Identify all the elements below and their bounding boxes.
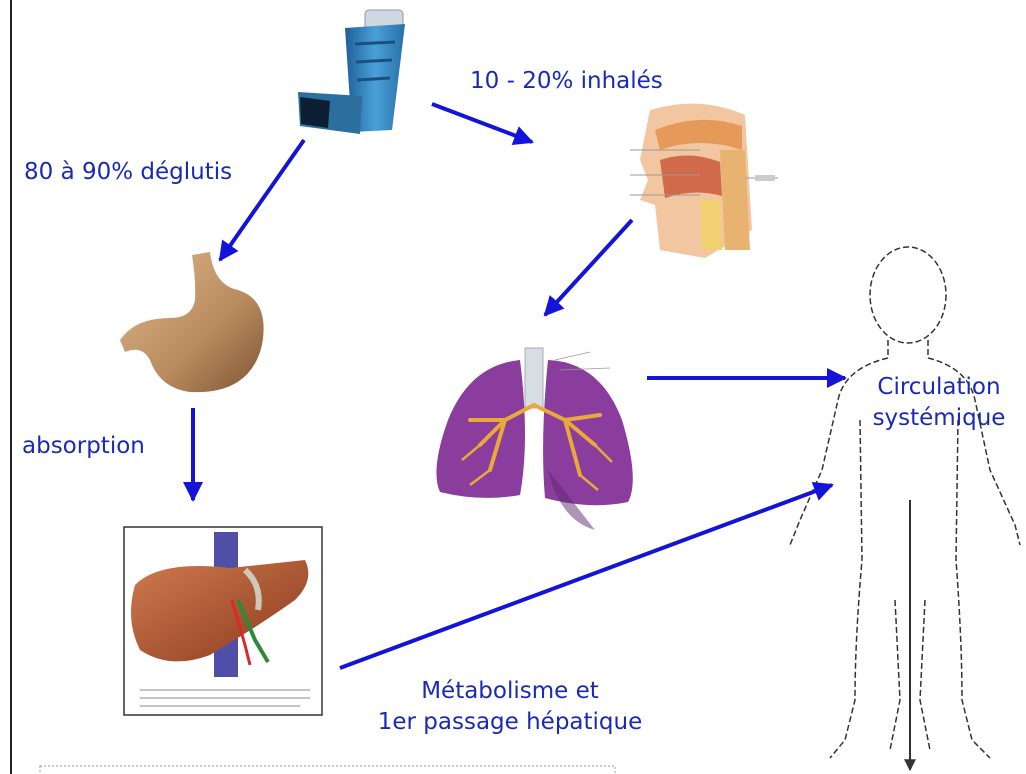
human-body-outline-icon: [790, 247, 1020, 758]
metabolism-line-1: Métabolisme et: [330, 676, 690, 707]
arrow-to-lungs: [545, 220, 632, 315]
arrow-swallowed: [220, 140, 304, 260]
systemic-line-1: Circulation: [853, 372, 1025, 403]
caption-box: [40, 766, 615, 774]
systemic-line-2: systémique: [853, 403, 1025, 434]
absorption-label: absorption: [22, 431, 145, 462]
arrow-inhaled: [432, 104, 532, 142]
metabolism-line-2: 1er passage hépatique: [330, 707, 690, 738]
inhaler-icon: [298, 10, 405, 134]
systemic-circulation-label: Circulation systémique: [853, 372, 1025, 434]
swallowed-label: 80 à 90% déglutis: [24, 157, 232, 188]
stomach-icon: [120, 252, 264, 392]
inhaled-label: 10 - 20% inhalés: [470, 66, 663, 97]
arrow-liver-to-systemic: [340, 485, 832, 668]
metabolism-label: Métabolisme et 1er passage hépatique: [330, 676, 690, 738]
lungs-icon: [436, 348, 632, 530]
head-section-icon: [630, 104, 778, 258]
liver-icon: [124, 527, 322, 715]
